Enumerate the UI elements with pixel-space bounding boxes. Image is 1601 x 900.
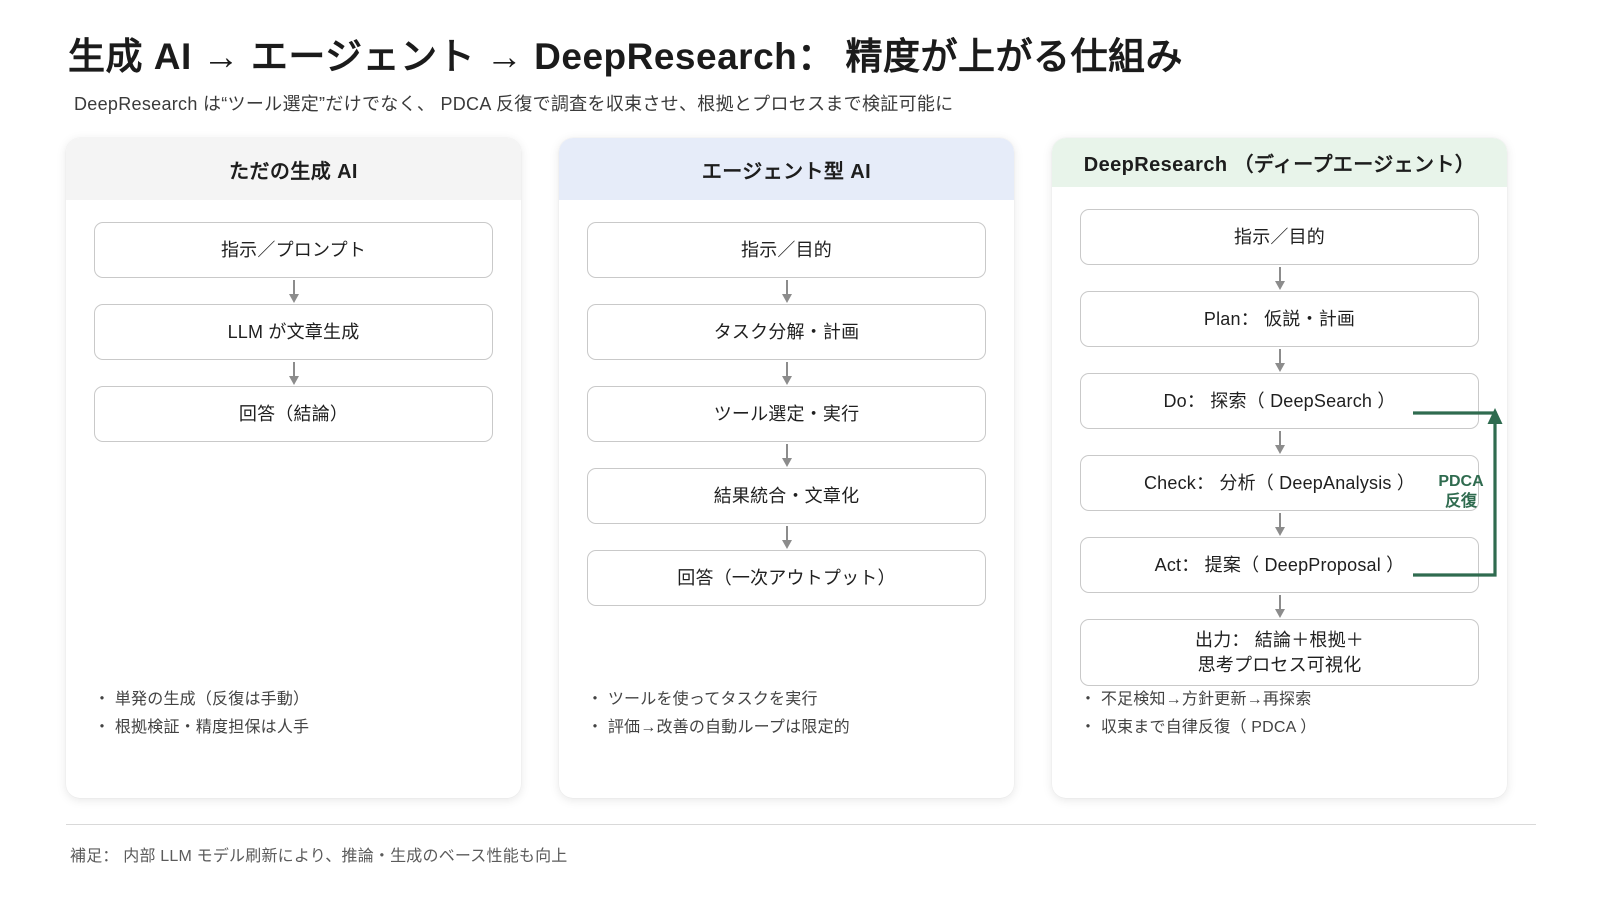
flow-arrow-down-icon [587, 524, 986, 550]
flow-node[interactable]: ツール選定・実行 [587, 386, 986, 442]
bullet-item: ・ ツールを使ってタスクを実行 [587, 691, 818, 708]
flow-node-do[interactable]: Do： 探索（ DeepSearch ） [1080, 373, 1479, 430]
bullet-item: ・ 単発の生成（反復は手動） [94, 691, 310, 708]
pdca-label-line2: 反復 [1444, 493, 1477, 510]
flow-node[interactable]: Plan： 仮説・計画 [1080, 291, 1479, 348]
flow-node[interactable]: タスク分解・計画 [587, 304, 986, 360]
flow-arrow-down-icon [1080, 429, 1479, 455]
column-card-plain-generative-ai: ただの生成 AI 指示／プロンプト LLM が文章生成 回答（結論） ・ 単発の… [66, 138, 521, 798]
column-bullets-plain-generative-ai: ・ 単発の生成（反復は手動） ・ 根拠検証・精度担保は人手 [94, 686, 493, 798]
footer-divider [66, 824, 1536, 825]
column-body-deepresearch: 指示／目的 Plan： 仮説・計画 Do： 探索（ DeepSearch ） C… [1052, 187, 1507, 798]
flow-arrow-down-icon [1080, 347, 1479, 373]
column-card-deepresearch: DeepResearch （ディープエージェント） 指示／目的 Plan： 仮説… [1052, 138, 1507, 798]
column-header-plain-generative-ai: ただの生成 AI [66, 138, 521, 200]
flow-arrow-down-icon [587, 442, 986, 468]
flow-node[interactable]: LLM が文章生成 [94, 304, 493, 360]
column-header-agentic-ai: エージェント型 AI [559, 138, 1014, 200]
flow-node[interactable]: 結果統合・文章化 [587, 468, 986, 524]
column-bullets-deepresearch: ・ 不足検知→方針更新→再探索 ・ 収束まで自律反復（ PDCA ） [1080, 686, 1479, 798]
flow-arrow-down-icon [94, 278, 493, 304]
pdca-loop-label: PDCA 反復 [1424, 472, 1498, 512]
flow-node[interactable]: Check： 分析（ DeepAnalysis ） [1080, 455, 1479, 512]
page-subtitle: DeepResearch は“ツール選定”だけでなく、 PDCA 反復で調査を収… [74, 94, 954, 114]
column-bullets-agentic-ai: ・ ツールを使ってタスクを実行 ・ 評価→改善の自動ループは限定的 [587, 686, 986, 798]
flow-arrow-down-icon [1080, 265, 1479, 291]
flow-node[interactable]: 指示／目的 [1080, 209, 1479, 266]
flow-arrow-down-icon [94, 360, 493, 386]
flow-node[interactable]: 指示／プロンプト [94, 222, 493, 278]
flow-node-output[interactable]: 出力： 結論＋根拠＋ 思考プロセス可視化 [1080, 619, 1479, 686]
bullet-item: ・ 評価→改善の自動ループは限定的 [587, 719, 850, 736]
bullet-item: ・ 不足検知→方針更新→再探索 [1080, 691, 1312, 708]
flow-plain-generative-ai: 指示／プロンプト LLM が文章生成 回答（結論） [94, 222, 493, 442]
flow-arrow-down-icon [587, 360, 986, 386]
footer-note: 補足： 内部 LLM モデル刷新により、推論・生成のベース性能も向上 [70, 848, 568, 865]
column-body-plain-generative-ai: 指示／プロンプト LLM が文章生成 回答（結論） ・ 単発の生成（反復は手動）… [66, 200, 521, 798]
flow-arrow-down-icon [587, 278, 986, 304]
column-card-agentic-ai: エージェント型 AI 指示／目的 タスク分解・計画 ツール選定・実行 結果統合・… [559, 138, 1014, 798]
flow-deepresearch: 指示／目的 Plan： 仮説・計画 Do： 探索（ DeepSearch ） C… [1080, 209, 1479, 686]
flow-agentic-ai: 指示／目的 タスク分解・計画 ツール選定・実行 結果統合・文章化 回答（一次アウ… [587, 222, 986, 606]
column-header-deepresearch: DeepResearch （ディープエージェント） [1052, 138, 1507, 188]
comparison-columns: ただの生成 AI 指示／プロンプト LLM が文章生成 回答（結論） ・ 単発の… [66, 138, 1536, 798]
bullet-item: ・ 根拠検証・精度担保は人手 [94, 719, 310, 736]
flow-arrow-down-icon [1080, 511, 1479, 537]
flow-node[interactable]: 回答（結論） [94, 386, 493, 442]
flow-arrow-down-icon [1080, 593, 1479, 619]
pdca-label-line1: PDCA [1438, 473, 1484, 490]
bullet-item: ・ 収束まで自律反復（ PDCA ） [1080, 719, 1317, 736]
flow-node[interactable]: 指示／目的 [587, 222, 986, 278]
page-title: 生成 AI → エージェント → DeepResearch： 精度が上がる仕組み [68, 36, 1184, 77]
flow-node-act[interactable]: Act： 提案（ DeepProposal ） [1080, 537, 1479, 594]
column-body-agentic-ai: 指示／目的 タスク分解・計画 ツール選定・実行 結果統合・文章化 回答（一次アウ… [559, 200, 1014, 798]
flow-node[interactable]: 回答（一次アウトプット） [587, 550, 986, 606]
